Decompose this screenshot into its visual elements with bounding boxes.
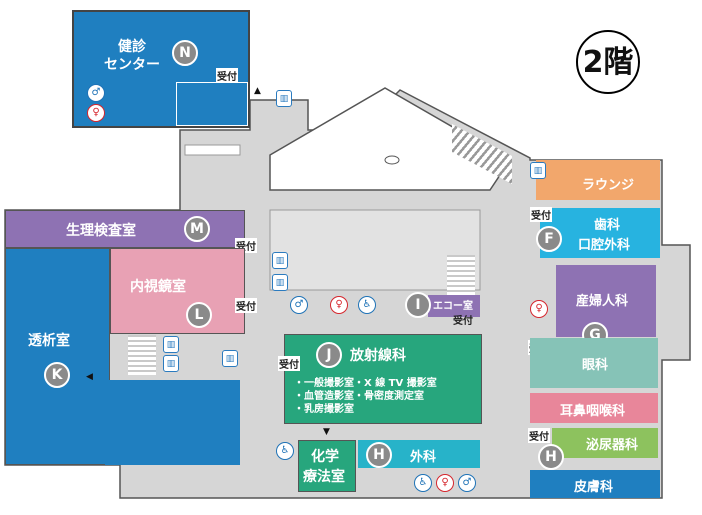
echo-reception: 受付: [453, 316, 473, 327]
kagaku-label-1: 化学: [311, 449, 339, 465]
hoshasen-list-1: ・一般撮影室・X 線 TV 撮影室: [294, 378, 437, 389]
room-jibika[interactable]: [530, 393, 658, 423]
kenshin-label-1: 健診: [118, 39, 146, 55]
room-toseki[interactable]: [5, 248, 110, 465]
kenshin-label-2: センター: [104, 57, 160, 73]
stairs: [128, 335, 156, 375]
room-toseki-2: [105, 380, 240, 465]
shika-label-2: 口腔外科: [578, 238, 631, 253]
toseki-label: 透析室: [28, 333, 70, 349]
room-hifuka[interactable]: [530, 470, 660, 498]
geka-label: 外科: [410, 450, 437, 465]
seiri-label: 生理検査室: [66, 223, 136, 239]
shika-label-1: 歯科: [594, 218, 621, 233]
accessible-icon: ♿: [358, 296, 376, 314]
marker-l: L: [186, 302, 212, 328]
elevator-icon: ▥: [163, 355, 179, 372]
elevator-icon: ▥: [222, 350, 238, 367]
sanfujin-label: 産婦人科: [576, 294, 629, 309]
room-hinyoki[interactable]: [552, 428, 658, 458]
marker-n: N: [172, 40, 198, 66]
toilet-women-icon: ♀: [87, 104, 105, 122]
toilet-men-icon: ♂: [458, 474, 476, 492]
hoshasen-label: 放射線科: [350, 348, 406, 364]
naishikyo-reception: 受付: [235, 298, 257, 313]
shika-reception: 受付: [530, 207, 552, 222]
ganka-label: 眼科: [582, 358, 609, 373]
room-lounge[interactable]: [536, 160, 660, 200]
marker-f: F: [536, 226, 562, 252]
elevator-icon: ▥: [272, 274, 288, 291]
room-echo[interactable]: [428, 295, 480, 317]
stairs: [447, 255, 475, 295]
elevator-icon: ▥: [530, 162, 546, 179]
marker-j: J: [316, 342, 342, 368]
elevator-icon: ▥: [163, 336, 179, 353]
echo-label: エコー室: [433, 301, 473, 312]
hifuka-label: 皮膚科: [574, 480, 614, 495]
marker-h-hinyoki: H: [538, 444, 564, 470]
kenshin-reception: 受付: [216, 68, 238, 83]
hinyoki-label: 泌尿器科: [586, 438, 639, 453]
room-sanfujin[interactable]: [556, 265, 656, 337]
hoshasen-list-3: ・乳房撮影室: [294, 404, 354, 415]
marker-i: I: [405, 292, 431, 318]
hinyoki-reception: 受付: [528, 428, 550, 443]
room-kenshin-annex: [176, 82, 248, 126]
accessible-icon: ♿: [276, 442, 294, 460]
jibika-label: 耳鼻咽喉科: [560, 404, 626, 419]
marker-h-geka: H: [366, 442, 392, 468]
room-kagaku[interactable]: [298, 440, 356, 492]
floor-badge: 2階: [576, 30, 640, 94]
toilet-men-icon: ♂: [87, 84, 105, 102]
naishikyo-label: 内視鏡室: [130, 279, 186, 295]
room-naishikyo[interactable]: [110, 248, 245, 334]
arrow-left-icon: ◀: [86, 372, 93, 382]
toilet-women-icon: ♀: [330, 296, 348, 314]
marker-k: K: [44, 362, 70, 388]
toilet-women-icon: ♀: [530, 300, 548, 318]
arrow-up-icon: ▲: [254, 86, 261, 96]
room-ganka[interactable]: [530, 338, 658, 388]
kagaku-label-2: 療法室: [303, 469, 345, 485]
hoshasen-reception: 受付: [278, 356, 300, 371]
elevator-icon: ▥: [276, 90, 292, 107]
accessible-icon: ♿: [414, 474, 432, 492]
toilet-men-icon: ♂: [290, 296, 308, 314]
hoshasen-list-2: ・血管造影室・骨密度測定室: [294, 391, 424, 402]
toilet-women-icon: ♀: [436, 474, 454, 492]
marker-m: M: [184, 216, 210, 242]
lounge-label: ラウンジ: [582, 178, 635, 193]
arrow-down-icon: ▼: [323, 427, 330, 437]
elevator-icon: ▥: [272, 252, 288, 269]
